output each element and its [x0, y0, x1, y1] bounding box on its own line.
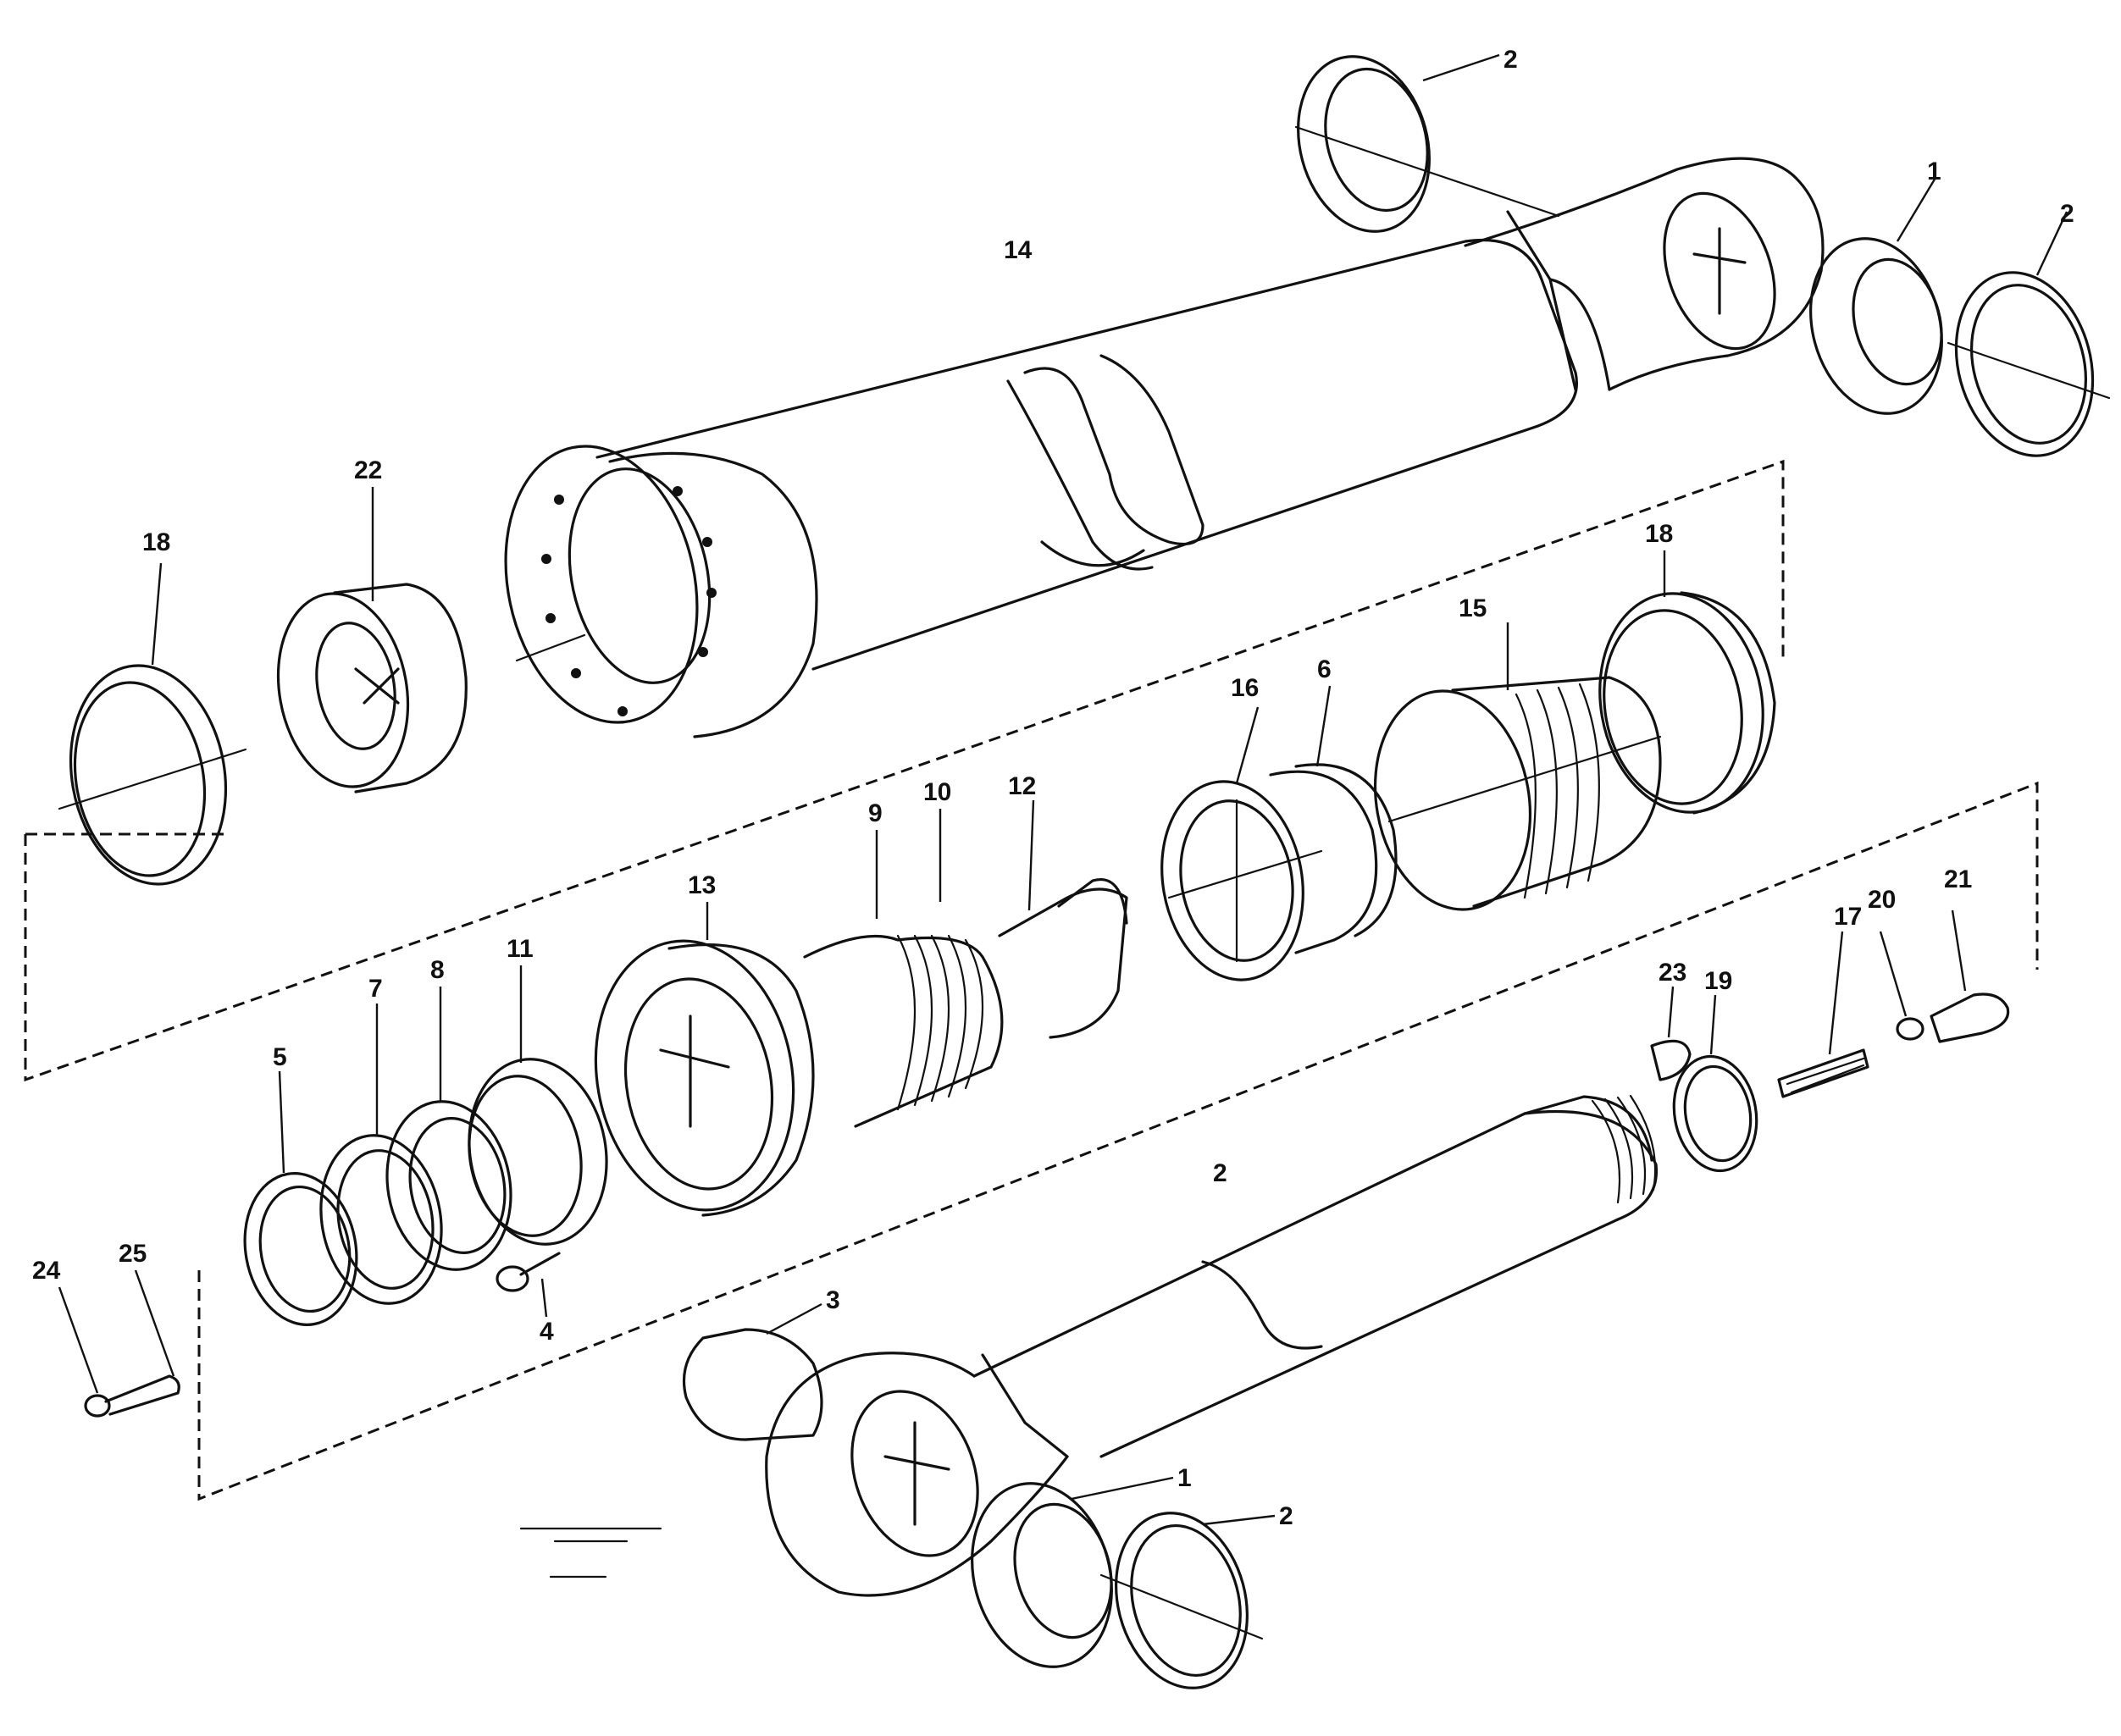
flange-bolt-holes: [541, 486, 717, 716]
callout-11: 11: [507, 935, 534, 963]
callout-5: 5: [273, 1043, 287, 1071]
ring-16: [1160, 706, 1323, 981]
drawing-stamp: [519, 1527, 662, 1578]
ring-6: [1269, 685, 1398, 954]
callout-15: 15: [1459, 594, 1487, 622]
callout-12: 12: [1008, 772, 1036, 800]
callout-14: 14: [1004, 236, 1033, 264]
callout-21: 21: [1944, 865, 1972, 893]
callout-25: 25: [119, 1240, 147, 1268]
callout-2-topright: 2: [2060, 200, 2074, 228]
o-ring-19: [1672, 994, 1758, 1173]
ring-5: [243, 1070, 358, 1326]
callout-10: 10: [923, 778, 951, 806]
callout-2-bottom: 2: [1279, 1502, 1293, 1530]
part-23: [1650, 986, 1692, 1081]
piston-head-12: [998, 799, 1128, 1039]
callout-18-right: 18: [1645, 520, 1673, 548]
assembly-bracket: [24, 459, 2039, 1501]
gland-22: [276, 487, 468, 793]
spring-17: [1777, 931, 1869, 1098]
callout-7: 7: [368, 975, 383, 1003]
piston-rod: [765, 1094, 1659, 1597]
bearing-1-bottom: [971, 1476, 1174, 1668]
callout-23: 23: [1659, 959, 1686, 987]
seal-18-left: [58, 562, 247, 886]
callout-3: 3: [826, 1286, 840, 1314]
callout-labels: 2 1 2 14 22 18 18 15 16 6 12 10 9 13 11 …: [32, 46, 2074, 1530]
bearing-1-top: [1809, 177, 1943, 415]
seal-ring-2-topright: [1947, 211, 2111, 457]
seal-ring-2-bottom: [1099, 1512, 1276, 1689]
ring-11: [468, 965, 608, 1246]
fitting-24-25: [58, 1269, 180, 1418]
callout-18-left: 18: [142, 528, 170, 556]
screw-4: [496, 1252, 561, 1318]
plug-21: [1930, 909, 2010, 1043]
callout-16: 16: [1231, 674, 1259, 702]
washer-20: [1879, 931, 1924, 1041]
callout-2-top: 2: [1504, 46, 1518, 74]
ring-3: [682, 1302, 823, 1441]
callout-4: 4: [540, 1318, 554, 1346]
callout-9: 9: [868, 799, 883, 827]
piston-15: [1373, 622, 1662, 911]
callout-13: 13: [688, 871, 716, 899]
callout-22: 22: [354, 456, 382, 484]
callout-8: 8: [430, 956, 445, 984]
callout-6: 6: [1317, 655, 1332, 683]
callout-24: 24: [32, 1257, 61, 1285]
gland-13: [594, 902, 815, 1217]
ring-7: [319, 1003, 443, 1305]
callout-20: 20: [1868, 886, 1896, 914]
ring-8: [385, 987, 512, 1271]
callout-17: 17: [1834, 903, 1862, 931]
callout-19: 19: [1704, 967, 1732, 995]
seal-ring-2-top: [1294, 53, 1560, 233]
callout-1-bottom: 1: [1177, 1464, 1192, 1492]
seal-pack-9-10: [803, 809, 1004, 1128]
seal-18-right: [1598, 550, 1776, 815]
callout-2-mid: 2: [1213, 1159, 1227, 1187]
callout-1-top: 1: [1927, 158, 1941, 185]
cylinder-tube: [504, 157, 1825, 738]
